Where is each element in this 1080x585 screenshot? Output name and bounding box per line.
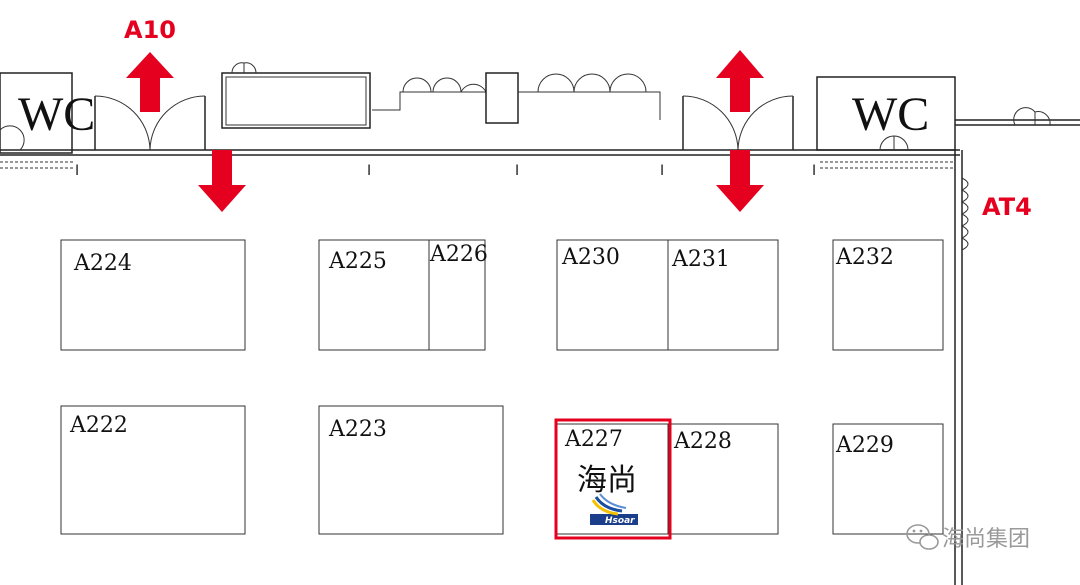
restroom-label-right: WC xyxy=(852,88,929,141)
booth-a225[interactable] xyxy=(318,239,486,351)
watermark-text: 海尚集团 xyxy=(942,527,1030,552)
exhibitor-name: 海尚 xyxy=(577,463,637,498)
entrance-arrows xyxy=(126,50,764,212)
arrow-up-icon xyxy=(126,52,174,112)
booth-label-a229: A229 xyxy=(835,433,894,458)
booth-label-a230: A230 xyxy=(561,245,620,270)
booth-label-a223: A223 xyxy=(328,417,387,442)
booth-a223[interactable] xyxy=(318,405,504,535)
exhibitor-logo-text: Hsoar xyxy=(605,516,635,526)
entrance-label-at4: AT4 xyxy=(982,193,1032,221)
corridor-walls: I I I I I xyxy=(0,119,1080,585)
booth-a224[interactable] xyxy=(60,239,246,351)
booth-label-a228: A228 xyxy=(673,429,732,454)
booth-label-a227: A227 xyxy=(564,427,623,452)
booth-label-a231: A231 xyxy=(671,247,730,272)
booth-a229[interactable] xyxy=(832,423,944,535)
svg-text:I: I xyxy=(660,163,664,179)
booth-label-a225: A225 xyxy=(328,249,387,274)
arrow-down-icon xyxy=(198,150,246,212)
booth-label-a222: A222 xyxy=(69,413,128,438)
booth-label-a224: A224 xyxy=(73,251,132,276)
restroom-label-left: WC xyxy=(18,88,95,141)
booth-a232[interactable] xyxy=(832,239,944,351)
watermark: 海尚集团 xyxy=(906,524,1030,552)
arrow-down-icon xyxy=(716,150,764,212)
top-structures xyxy=(0,62,1051,154)
booth-label-a226: A226 xyxy=(429,242,488,267)
booths: A224 A225 A226 A230 A231 A232 A222 A223 … xyxy=(60,239,944,535)
svg-text:I: I xyxy=(515,163,519,179)
highlighted-booth-frame xyxy=(554,418,672,540)
svg-text:I: I xyxy=(75,163,79,179)
arrow-up-icon xyxy=(716,50,764,112)
wechat-icon xyxy=(906,524,939,550)
entrance-label-a10: A10 xyxy=(124,16,176,44)
svg-text:I: I xyxy=(367,163,371,179)
hsoar-logo-icon: Hsoar xyxy=(590,493,638,526)
svg-text:I: I xyxy=(812,163,816,179)
booth-label-a232: A232 xyxy=(835,245,894,270)
booth-a222[interactable] xyxy=(60,405,246,535)
